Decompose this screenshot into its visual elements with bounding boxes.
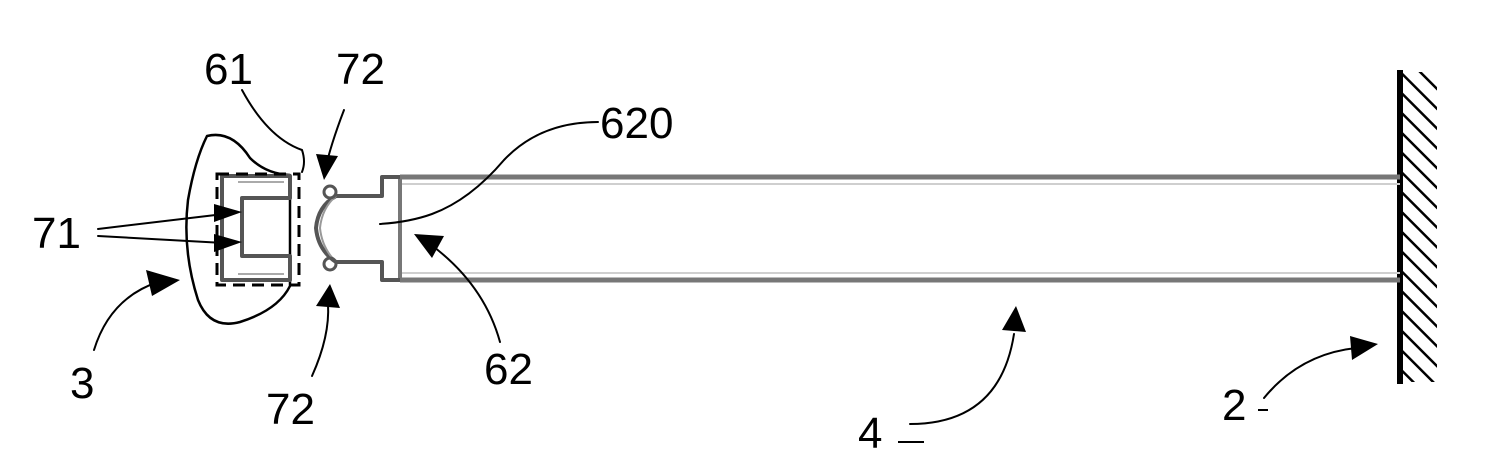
leader-620 (380, 122, 598, 224)
rod (400, 177, 1400, 280)
wall (1400, 70, 1437, 384)
label-4: 4 (858, 409, 882, 458)
dashed-boundary (217, 174, 299, 285)
arrow-72-top (316, 110, 344, 180)
label-72-top: 72 (336, 45, 385, 94)
label-71: 71 (32, 209, 81, 258)
socket (222, 176, 290, 280)
arrow-72-bottom (312, 284, 340, 376)
label-62: 62 (484, 345, 533, 394)
label-61: 61 (204, 45, 253, 94)
arrow-3 (94, 270, 180, 350)
arrow-2 (1258, 336, 1378, 410)
label-2: 2 (1222, 381, 1246, 430)
label-3: 3 (70, 359, 94, 408)
blob-outline (186, 135, 290, 324)
label-72-bottom: 72 (266, 385, 315, 434)
label-620: 620 (600, 99, 673, 148)
arrow-62 (414, 234, 500, 342)
connector-head (316, 177, 400, 280)
arrow-4 (898, 306, 1026, 442)
